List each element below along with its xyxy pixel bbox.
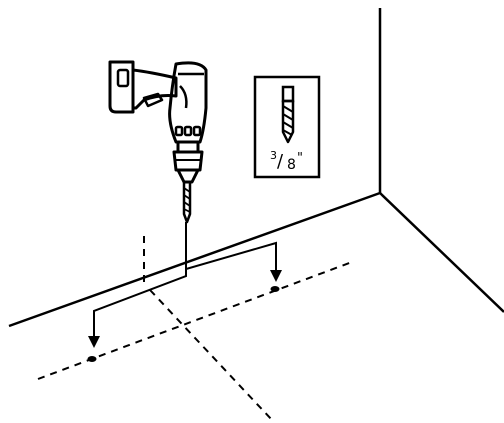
drill-chuck-tip: [176, 168, 200, 184]
guide-lines: [37, 236, 353, 421]
drill-bit-icon: [281, 85, 295, 144]
bit-flute-spiral: [282, 105, 294, 136]
hole-marks: [87, 286, 280, 362]
drill-trigger: [142, 92, 164, 108]
bit-size-callout: 3 / 8 ": [253, 75, 321, 179]
hole-position-bracket: [88, 241, 282, 348]
arrow-down-icon: [270, 270, 282, 282]
drill-vent: [174, 125, 184, 137]
drill-bit-spiral: [183, 187, 191, 213]
drill-body: [168, 61, 208, 144]
bit-size-numerator: 3: [270, 149, 277, 162]
bit-size-unit: ": [297, 151, 303, 166]
bracket-line: [93, 241, 277, 338]
cordless-drill-icon: [108, 60, 208, 224]
bit-size-slash: /: [277, 151, 284, 172]
drill-body-detail: [179, 85, 188, 109]
floor-wall-edge-right: [379, 192, 504, 313]
floor-diagonal-guide-line: [149, 289, 273, 421]
drill-vent: [183, 125, 193, 137]
floor-wall-edge-left: [8, 191, 381, 328]
drill-bit: [182, 180, 192, 224]
drill-hole-mark: [87, 356, 97, 362]
drill-vent: [192, 125, 202, 137]
drill-battery: [108, 60, 135, 114]
bit-size-denominator: 8: [287, 157, 296, 173]
drill-chuck: [172, 150, 204, 172]
drill-battery-button: [116, 68, 130, 88]
room-corner: [8, 8, 504, 328]
bit-size-box: [253, 75, 321, 179]
floor-hole-alignment-line: [37, 261, 353, 380]
drill-hole-mark: [270, 286, 280, 292]
bit-flute: [281, 99, 295, 144]
arrow-down-icon: [88, 336, 100, 348]
bit-shank: [281, 85, 295, 103]
